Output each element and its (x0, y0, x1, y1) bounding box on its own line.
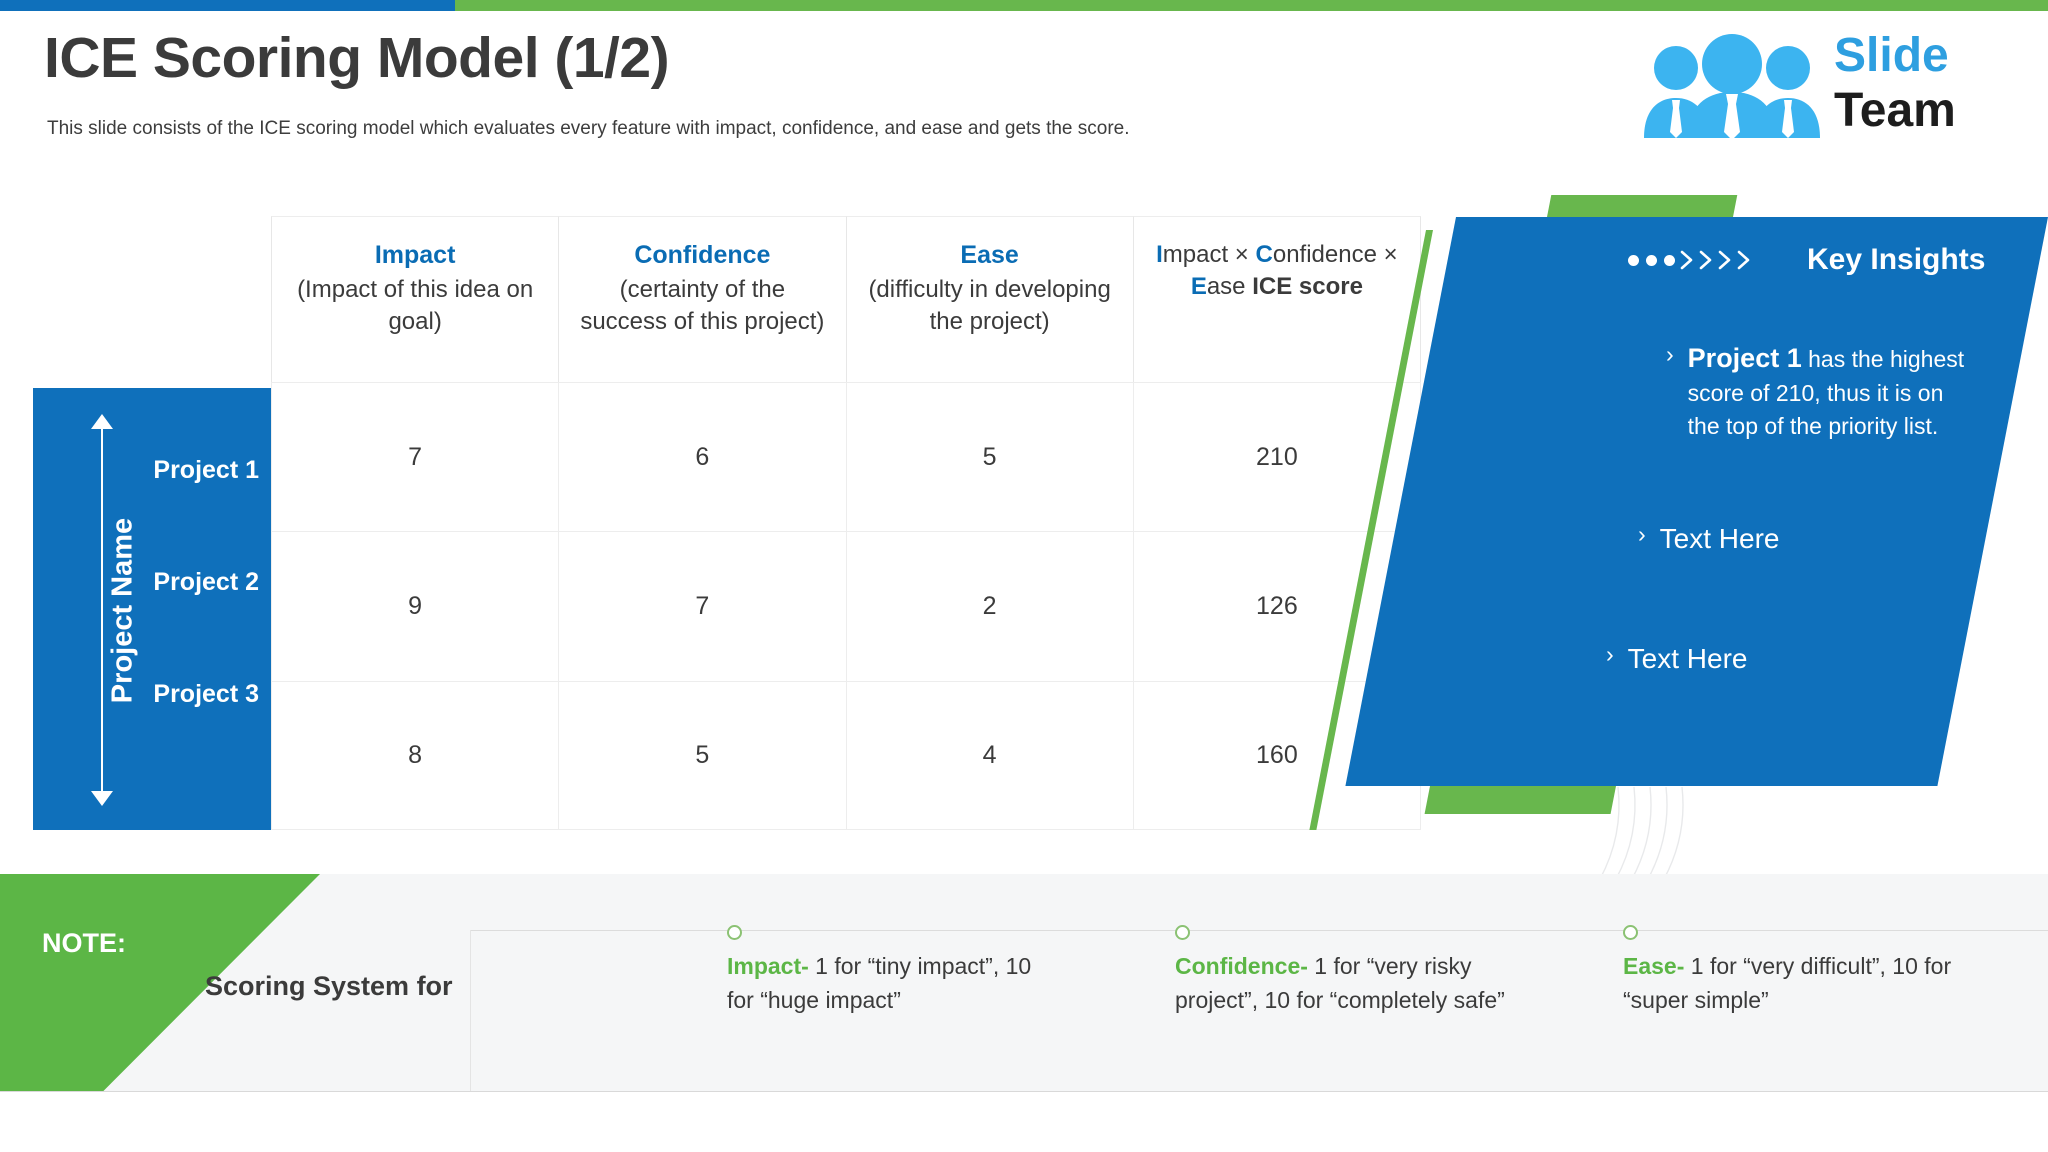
chevron-right-icon (1737, 250, 1750, 270)
slideteam-logo: Slide Team (1636, 26, 2026, 144)
arrow-shaft (101, 426, 103, 794)
list-item: Project 1 (153, 456, 259, 484)
note-item-rest: 1 for “tiny impact”, 10 for “huge impact… (727, 953, 1032, 1013)
note-bottom-rule (0, 1091, 2048, 1092)
page-subtitle: This slide consists of the ICE scoring m… (47, 118, 1130, 139)
cell-confidence: 6 (558, 382, 846, 532)
arrow-down-head-icon (91, 791, 113, 806)
formula-ice-score-label: ICE score (1252, 272, 1363, 300)
ice-score-table: Impact (Impact of this idea on goal) Con… (271, 216, 1421, 830)
project-name-panel: Project Name Project 1 Project 2 Project… (33, 388, 271, 830)
key-insights-content: Key Insights › Project 1 has the highest… (1420, 195, 2048, 840)
note-strip: NOTE: Scoring System for Impact- 1 for “… (0, 874, 2048, 1092)
note-item-rest: 1 for “very difficult”, 10 for “super si… (1623, 953, 1952, 1013)
column-title-confidence: Confidence (634, 241, 771, 269)
chevron-bullet-icon: › (1666, 341, 1674, 367)
top-accent-green-segment (455, 0, 2048, 11)
logo-word-slide: Slide (1834, 29, 1949, 82)
note-label: NOTE: (42, 928, 126, 958)
column-header-ice-score: Impact × Confidence × Ease ICE score (1132, 216, 1421, 382)
table-body: 7 6 5 210 9 7 2 126 8 5 4 160 (271, 382, 1421, 830)
note-item-key: Ease- (1623, 953, 1685, 979)
note-background (0, 874, 2048, 1092)
column-header-impact: Impact (Impact of this idea on goal) (271, 216, 559, 382)
key-insights-panel: Key Insights › Project 1 has the highest… (1309, 195, 2048, 880)
note-heading: Scoring System for (205, 971, 453, 1001)
chevron-right-icon (1718, 250, 1731, 270)
cell-confidence: 5 (558, 680, 846, 830)
note-item-key: Confidence- (1175, 953, 1308, 979)
key-insights-header: Key Insights (1628, 243, 1985, 277)
key-insight-text: Text Here (1659, 523, 1780, 554)
column-sub-ease: (difficulty in developing the project) (868, 276, 1111, 335)
key-insight-rest: has the highest score of 210, thus it is… (1687, 346, 1965, 439)
cell-ease: 5 (845, 382, 1133, 532)
circle-marker-icon (1623, 925, 1638, 940)
people-group-icon (1636, 34, 1828, 140)
key-insight-item: › Text Here (1606, 639, 1906, 679)
cell-ease: 4 (845, 680, 1133, 830)
column-header-ease: Ease (difficulty in developing the proje… (845, 216, 1133, 382)
key-insight-item: › Text Here (1638, 519, 1938, 559)
formula-letter-c: C (1255, 241, 1273, 268)
column-header-confidence: Confidence (certainty of the success of … (558, 216, 846, 382)
note-item-text: Impact- 1 for “tiny impact”, 10 for “hug… (727, 950, 1057, 1017)
dot-icon (1628, 254, 1639, 266)
column-sub-impact: (Impact of this idea on goal) (297, 276, 534, 335)
hatch-decoration (1596, 783, 1706, 883)
dots-and-chevrons-icon (1628, 250, 1751, 270)
chevron-right-icon (1680, 250, 1693, 270)
formula-letter-i: I (1156, 241, 1163, 268)
arrow-up-head-icon (91, 414, 113, 429)
formula-text-2: onfidence × (1272, 241, 1398, 268)
chevron-right-icon (1699, 250, 1712, 270)
circle-marker-icon (1175, 925, 1190, 940)
formula-text-3: ase (1206, 272, 1253, 300)
column-title-impact: Impact (374, 241, 456, 269)
cell-ease: 2 (845, 531, 1133, 681)
dot-icon (1664, 254, 1675, 266)
table-header-row: Impact (Impact of this idea on goal) Con… (271, 216, 1421, 382)
note-item-impact: Impact- 1 for “tiny impact”, 10 for “hug… (727, 925, 1057, 1017)
note-item-ease: Ease- 1 for “very difficult”, 10 for “su… (1623, 925, 1953, 1017)
note-item-confidence: Confidence- 1 for “very risky project”, … (1175, 925, 1505, 1017)
table-row: 8 5 4 160 (271, 680, 1421, 830)
note-item-rest: 1 for “very risky project”, 10 for “comp… (1175, 953, 1505, 1013)
column-title-ease: Ease (960, 241, 1019, 269)
cell-impact: 8 (271, 680, 559, 830)
circle-marker-icon (727, 925, 742, 940)
note-vertical-divider (470, 930, 471, 1092)
key-insight-text: Project 1 has the highest score of 210, … (1688, 339, 1966, 443)
page-title: ICE Scoring Model (1/2) (44, 26, 670, 90)
key-insight-text: Text Here (1627, 643, 1748, 674)
note-item-text: Confidence- 1 for “very risky project”, … (1175, 950, 1505, 1017)
cell-impact: 9 (271, 531, 559, 681)
note-item-key: Impact- (727, 953, 809, 979)
key-insights-title: Key Insights (1807, 243, 1986, 276)
formula-text-1: mpact × (1162, 241, 1256, 268)
list-item: Project 2 (153, 568, 259, 596)
top-accent-blue-segment (0, 0, 455, 11)
table-row: 7 6 5 210 (271, 382, 1421, 532)
key-insight-highlight: Project 1 (1687, 343, 1802, 373)
project-name-list: Project 1 Project 2 Project 3 (129, 388, 271, 830)
note-horizontal-rule (470, 930, 2048, 931)
top-accent-bar (0, 0, 2048, 11)
list-item: Project 3 (153, 680, 259, 708)
table-row: 9 7 2 126 (271, 531, 1421, 681)
column-formula-ice-score: Impact × Confidence × Ease ICE score (1148, 239, 1406, 302)
vertical-double-arrow-icon: Project Name (85, 414, 139, 806)
chevron-bullet-icon: › (1638, 521, 1646, 547)
chevron-bullet-icon: › (1606, 641, 1614, 667)
formula-letter-e: E (1190, 272, 1207, 300)
note-item-text: Ease- 1 for “very difficult”, 10 for “su… (1623, 950, 1953, 1017)
dot-icon (1646, 254, 1657, 266)
column-sub-confidence: (certainty of the success of this projec… (580, 276, 825, 335)
cell-impact: 7 (271, 382, 559, 532)
logo-word-team: Team (1834, 84, 1956, 137)
cell-confidence: 7 (558, 531, 846, 681)
key-insight-item: › Project 1 has the highest score of 210… (1666, 339, 1966, 443)
logo-wordmark: Slide Team (1834, 32, 2024, 142)
